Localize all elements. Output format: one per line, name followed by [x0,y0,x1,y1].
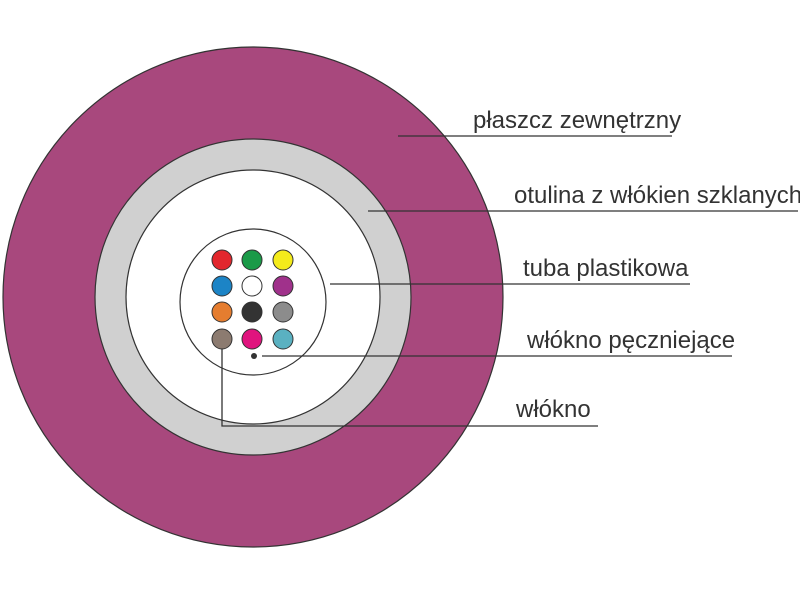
fiber-r1-c1 [211,249,233,271]
fiber-r4-c1 [211,328,233,350]
swelling-fiber-dot [251,353,257,359]
fiber-r3-c3 [272,301,294,323]
fiber-r4-c2 [241,328,263,350]
label-glass-yarn: otulina z włókien szklanych [514,182,800,209]
fiber-r2-c2 [241,275,263,297]
label-swelling-fiber: włókno pęczniejące [526,327,735,354]
fiber-bundle [211,249,294,359]
fiber-r3-c2 [241,301,263,323]
leader-fiber [221,349,598,427]
label-tube: tuba plastikowa [523,255,689,282]
fiber-r1-c2 [241,249,263,271]
fiber-r2-c3 [272,275,294,297]
fiber-r1-c3 [272,249,294,271]
leader-lines [221,135,798,427]
label-fiber: włókno [515,396,591,423]
fiber-r4-c3 [272,328,294,350]
fiber-r3-c1 [211,301,233,323]
fiber-r2-c1 [211,275,233,297]
label-outer-sheath: płaszcz zewnętrzny [473,107,681,134]
